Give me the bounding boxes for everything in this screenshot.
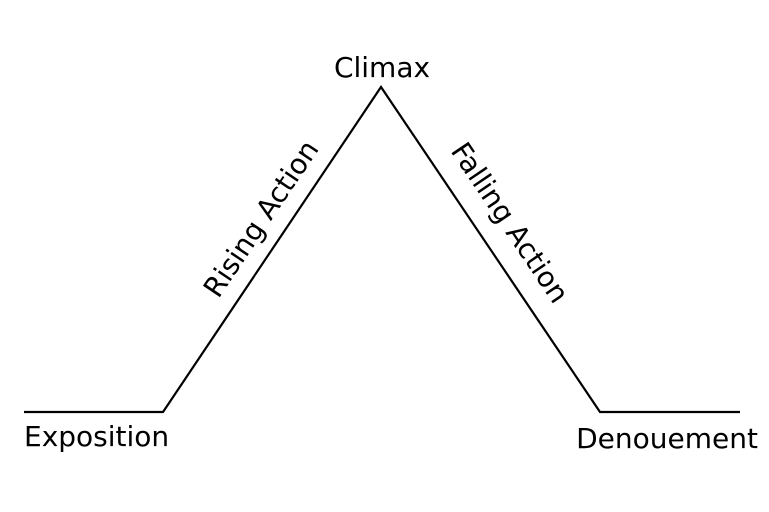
label-denouement: Denouement bbox=[576, 422, 758, 455]
label-exposition: Exposition bbox=[24, 420, 169, 453]
label-rising-action: Rising Action bbox=[197, 134, 326, 303]
label-climax: Climax bbox=[334, 51, 430, 84]
plot-arc-line bbox=[24, 85, 740, 414]
label-falling-action: Falling Action bbox=[444, 136, 575, 309]
